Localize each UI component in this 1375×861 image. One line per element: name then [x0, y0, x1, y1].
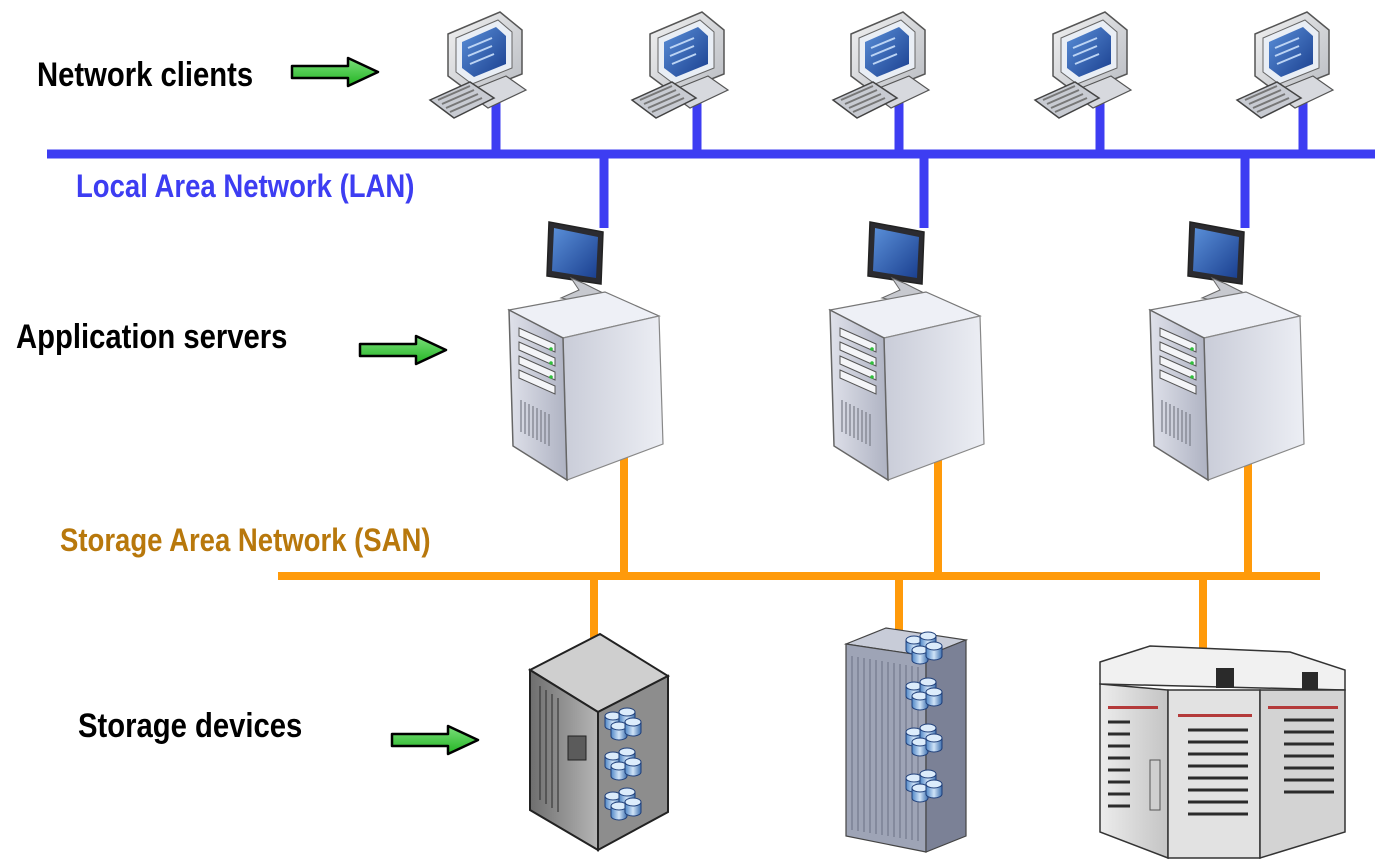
san-links: [278, 420, 1320, 650]
right-arrow-icon: [290, 56, 380, 88]
desktop-computer-icon: [429, 11, 527, 119]
lan-label: Local Area Network (LAN): [76, 168, 415, 204]
right-arrow-icon: [358, 334, 448, 366]
disk-array-icon: [843, 627, 969, 853]
lan-drops: [491, 98, 1308, 228]
right-arrow-icon: [390, 724, 480, 756]
desktop-computer-icon: [832, 11, 930, 119]
application-servers-label: Application servers: [16, 318, 288, 356]
tower-server-icon: [829, 221, 985, 481]
storage-devices-label: Storage devices: [78, 707, 303, 745]
desktop-computer-icon: [631, 11, 729, 119]
desktop-computer-icon: [1034, 11, 1132, 119]
tower-server-icon: [1149, 221, 1305, 481]
desktop-computer-icon: [1236, 11, 1334, 119]
san-label: Storage Area Network (SAN): [60, 522, 431, 558]
mainframe-storage-icon: [1099, 645, 1346, 860]
tower-server-icon: [508, 221, 664, 481]
network-clients-label: Network clients: [37, 56, 254, 94]
rack-storage-icon: [527, 632, 671, 852]
